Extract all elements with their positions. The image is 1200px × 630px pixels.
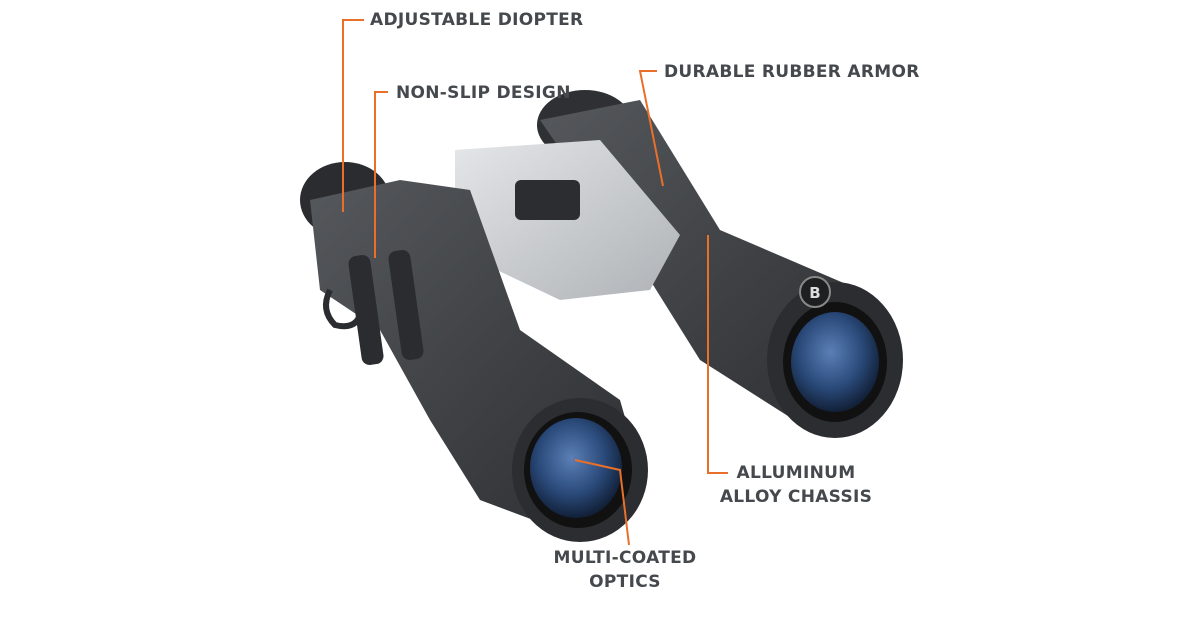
leader-lines <box>342 19 728 546</box>
left-barrel <box>300 162 648 542</box>
leader-nonslip <box>374 91 388 258</box>
callout-aluminum-chassis: ALLUMINUM ALLOY CHASSIS <box>716 461 876 509</box>
svg-text:B: B <box>809 284 820 302</box>
right-objective-lens <box>791 312 879 412</box>
callout-multi-coated-optics: MULTI-COATED OPTICS <box>550 546 700 594</box>
non-slip-grip <box>348 255 384 365</box>
strap-loop <box>323 288 363 330</box>
callout-optics-line2: OPTICS <box>589 572 661 592</box>
callout-adjustable-diopter: ADJUSTABLE DIOPTER <box>370 10 584 30</box>
leader-chassis <box>707 235 728 474</box>
callout-chassis-line2: ALLOY CHASSIS <box>719 487 873 507</box>
callout-durable-rubber-armor: DURABLE RUBBER ARMOR <box>664 62 920 82</box>
callout-chassis-line1: ALLUMINUM <box>736 463 856 483</box>
leader-diopter <box>342 19 364 212</box>
left-objective-lens <box>530 418 622 518</box>
brand-badge-icon <box>799 276 831 308</box>
leader-armor <box>638 70 664 187</box>
leader-optics <box>574 459 630 546</box>
callout-optics-line1: MULTI-COATED <box>553 548 697 568</box>
callout-non-slip-design: NON-SLIP DESIGN <box>396 83 571 103</box>
focus-wheel <box>515 180 580 220</box>
